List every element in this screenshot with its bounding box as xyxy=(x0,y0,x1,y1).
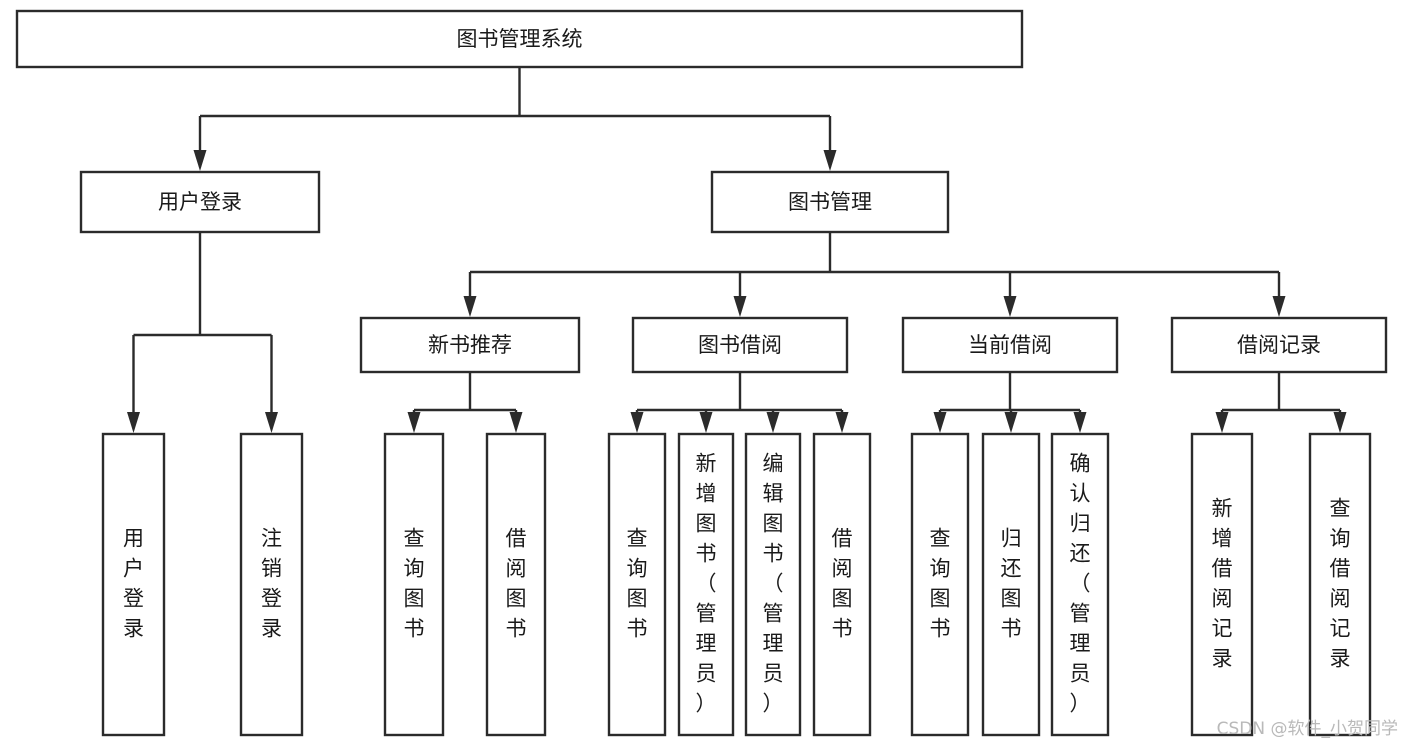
connector-layer xyxy=(127,67,1347,433)
arrow-head xyxy=(823,150,837,171)
node-label-book-manage: 图书管理 xyxy=(788,190,872,214)
node-box-leaf-edit-book xyxy=(744,432,802,737)
node-layer: 图书管理系统用户登录图书管理新书推荐图书借阅当前借阅借阅记录用户登录注销登录查询… xyxy=(15,9,1388,737)
node-leaf-logout[interactable]: 注销登录 xyxy=(239,432,304,737)
node-user-login[interactable]: 用户登录 xyxy=(79,170,321,234)
node-label-user-login: 用户登录 xyxy=(158,190,242,214)
node-box-leaf-confirm-return xyxy=(1050,432,1110,737)
node-label-borrow-record: 借阅记录 xyxy=(1237,333,1321,357)
node-label-leaf-borrow-book-1: 借阅图书 xyxy=(506,527,527,641)
connector-group-book-manage xyxy=(463,232,1286,317)
connector-group-user-login xyxy=(127,232,278,433)
node-book-borrow[interactable]: 图书借阅 xyxy=(631,316,849,374)
node-box-leaf-query-book-2 xyxy=(607,432,667,737)
node-leaf-confirm-return[interactable]: 确认归还（管理员） xyxy=(1050,432,1110,737)
node-label-leaf-return-book: 归还图书 xyxy=(1001,527,1022,641)
connector-group-book-borrow xyxy=(630,372,849,433)
node-leaf-return-book[interactable]: 归还图书 xyxy=(981,432,1041,737)
node-leaf-query-book-1[interactable]: 查询图书 xyxy=(383,432,445,737)
connector-group-root xyxy=(193,67,837,171)
arrow-head xyxy=(1272,296,1286,317)
connector-group-borrow-record xyxy=(1215,372,1347,433)
node-label-leaf-logout: 注销登录 xyxy=(261,527,282,641)
arrow-head xyxy=(265,412,278,433)
arrow-head xyxy=(766,412,780,433)
arrow-head xyxy=(1333,412,1347,433)
arrow-head xyxy=(1004,412,1018,433)
arrow-head xyxy=(1003,296,1017,317)
node-box-leaf-query-record xyxy=(1308,432,1372,737)
node-current-borrow[interactable]: 当前借阅 xyxy=(901,316,1119,374)
node-box-user-login xyxy=(79,170,321,234)
node-box-new-book-rec xyxy=(359,316,581,374)
node-box-leaf-query-book-3 xyxy=(910,432,970,737)
node-borrow-record[interactable]: 借阅记录 xyxy=(1170,316,1388,374)
arrow-head xyxy=(630,412,644,433)
node-root[interactable]: 图书管理系统 xyxy=(15,9,1024,69)
node-label-leaf-add-record: 新增借阅记录 xyxy=(1212,497,1233,671)
node-box-current-borrow xyxy=(901,316,1119,374)
node-label-leaf-user-login: 用户登录 xyxy=(123,527,144,641)
node-label-leaf-query-book-2: 查询图书 xyxy=(627,527,648,641)
connector-group-new-book-rec xyxy=(407,372,523,433)
node-new-book-rec[interactable]: 新书推荐 xyxy=(359,316,581,374)
node-leaf-add-book[interactable]: 新增图书（管理员） xyxy=(677,432,735,737)
node-label-leaf-query-record: 查询借阅记录 xyxy=(1330,497,1351,671)
node-box-root xyxy=(15,9,1024,69)
node-box-book-borrow xyxy=(631,316,849,374)
node-box-leaf-query-book-1 xyxy=(383,432,445,737)
node-box-book-manage xyxy=(710,170,950,234)
arrow-head xyxy=(933,412,947,433)
arrow-head xyxy=(127,412,140,433)
node-label-leaf-borrow-book-2: 借阅图书 xyxy=(832,527,853,641)
node-leaf-borrow-book-2[interactable]: 借阅图书 xyxy=(812,432,872,737)
arrow-head xyxy=(463,296,477,317)
node-box-leaf-borrow-book-1 xyxy=(485,432,547,737)
node-box-leaf-return-book xyxy=(981,432,1041,737)
node-leaf-borrow-book-1[interactable]: 借阅图书 xyxy=(485,432,547,737)
node-box-leaf-user-login xyxy=(101,432,166,737)
node-leaf-user-login[interactable]: 用户登录 xyxy=(101,432,166,737)
node-leaf-query-book-3[interactable]: 查询图书 xyxy=(910,432,970,737)
arrow-head xyxy=(509,412,523,433)
watermark-label: CSDN @软件_小贺同学 xyxy=(1217,719,1398,739)
node-box-leaf-borrow-book-2 xyxy=(812,432,872,737)
node-box-leaf-add-book xyxy=(677,432,735,737)
node-label-book-borrow: 图书借阅 xyxy=(698,333,782,357)
arrow-head xyxy=(835,412,849,433)
node-label-current-borrow: 当前借阅 xyxy=(968,333,1052,357)
node-leaf-add-record[interactable]: 新增借阅记录 xyxy=(1190,432,1254,737)
arrow-head xyxy=(733,296,747,317)
node-leaf-edit-book[interactable]: 编辑图书（管理员） xyxy=(744,432,802,737)
arrow-head xyxy=(1215,412,1229,433)
node-label-root: 图书管理系统 xyxy=(457,27,583,51)
arrow-head xyxy=(407,412,421,433)
node-label-new-book-rec: 新书推荐 xyxy=(428,333,512,357)
node-box-borrow-record xyxy=(1170,316,1388,374)
node-box-leaf-logout xyxy=(239,432,304,737)
node-label-leaf-query-book-1: 查询图书 xyxy=(404,527,425,641)
node-book-manage[interactable]: 图书管理 xyxy=(710,170,950,234)
arrow-head xyxy=(193,150,207,171)
node-box-leaf-add-record xyxy=(1190,432,1254,737)
node-leaf-query-book-2[interactable]: 查询图书 xyxy=(607,432,667,737)
arrow-head xyxy=(1073,412,1087,433)
connector-group-current-borrow xyxy=(933,372,1087,433)
node-label-leaf-confirm-return: 确认归还（管理员） xyxy=(1070,452,1091,716)
node-label-leaf-edit-book: 编辑图书（管理员） xyxy=(763,452,784,716)
node-label-leaf-query-book-3: 查询图书 xyxy=(930,527,951,641)
node-label-leaf-add-book: 新增图书（管理员） xyxy=(696,452,717,716)
arrow-head xyxy=(699,412,713,433)
node-leaf-query-record[interactable]: 查询借阅记录 xyxy=(1308,432,1372,737)
